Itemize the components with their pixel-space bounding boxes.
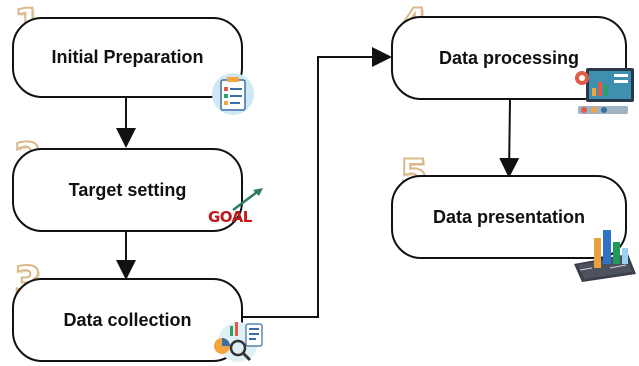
step-1-label: Initial Preparation	[51, 47, 204, 67]
step-2-box: Target setting	[12, 148, 243, 232]
step-5-box: Data presentation	[391, 175, 627, 259]
step-4-label: Data processing	[438, 47, 580, 68]
goal-text: GOAL	[208, 208, 252, 226]
step-2-label: Target setting	[68, 179, 187, 200]
dart-icon	[232, 188, 263, 211]
step-3-box: Data collection	[12, 278, 243, 362]
arrow-3-to-4	[243, 47, 392, 318]
data-analysis-icon	[214, 322, 263, 362]
goal-target-icon: GOAL	[207, 186, 269, 230]
checklist-icon	[212, 73, 254, 115]
step-5-label: Data presentation	[432, 206, 586, 227]
bar-chart-icon	[574, 230, 636, 282]
computer-processing-icon	[575, 68, 634, 114]
step-3-label: Data collection	[63, 309, 192, 330]
step-1-box: Initial Preparation	[12, 17, 243, 98]
arrow-4-to-5	[499, 99, 520, 178]
